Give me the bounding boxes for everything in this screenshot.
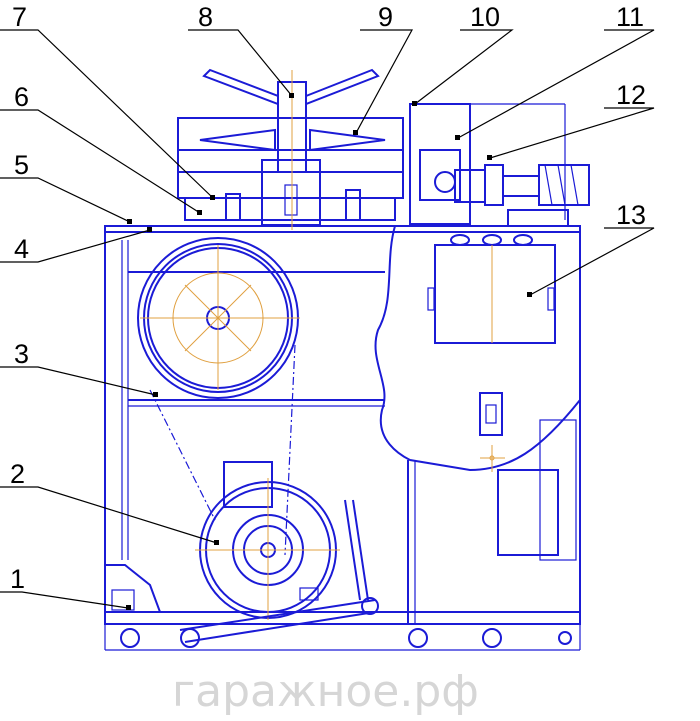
callout-11: 11 [616, 2, 644, 32]
clamp-drive [409, 103, 590, 227]
upper-pulley [137, 237, 300, 399]
callout-7: 7 [12, 2, 27, 32]
machine-housing [104, 225, 581, 651]
callout-6: 6 [14, 82, 29, 112]
press-head [177, 68, 404, 230]
callout-1: 1 [10, 564, 25, 594]
callout-9: 9 [378, 2, 393, 32]
callout-leaders [0, 29, 655, 610]
callout-10: 10 [470, 2, 500, 32]
watermark-text: гаражное.рф [172, 666, 479, 717]
electric-motor [195, 461, 340, 620]
drive-belt [149, 344, 296, 556]
callout-8: 8 [198, 2, 213, 32]
callout-13: 13 [616, 200, 646, 230]
callout-4: 4 [14, 234, 29, 264]
callout-2: 2 [10, 459, 25, 489]
callout-12: 12 [616, 80, 646, 110]
tension-lever [104, 499, 379, 648]
right-cabinet [374, 225, 581, 624]
callout-numbers: 1 2 3 4 5 6 7 8 9 10 11 12 13 [10, 2, 646, 594]
callout-5: 5 [14, 150, 29, 180]
callout-3: 3 [14, 339, 29, 369]
